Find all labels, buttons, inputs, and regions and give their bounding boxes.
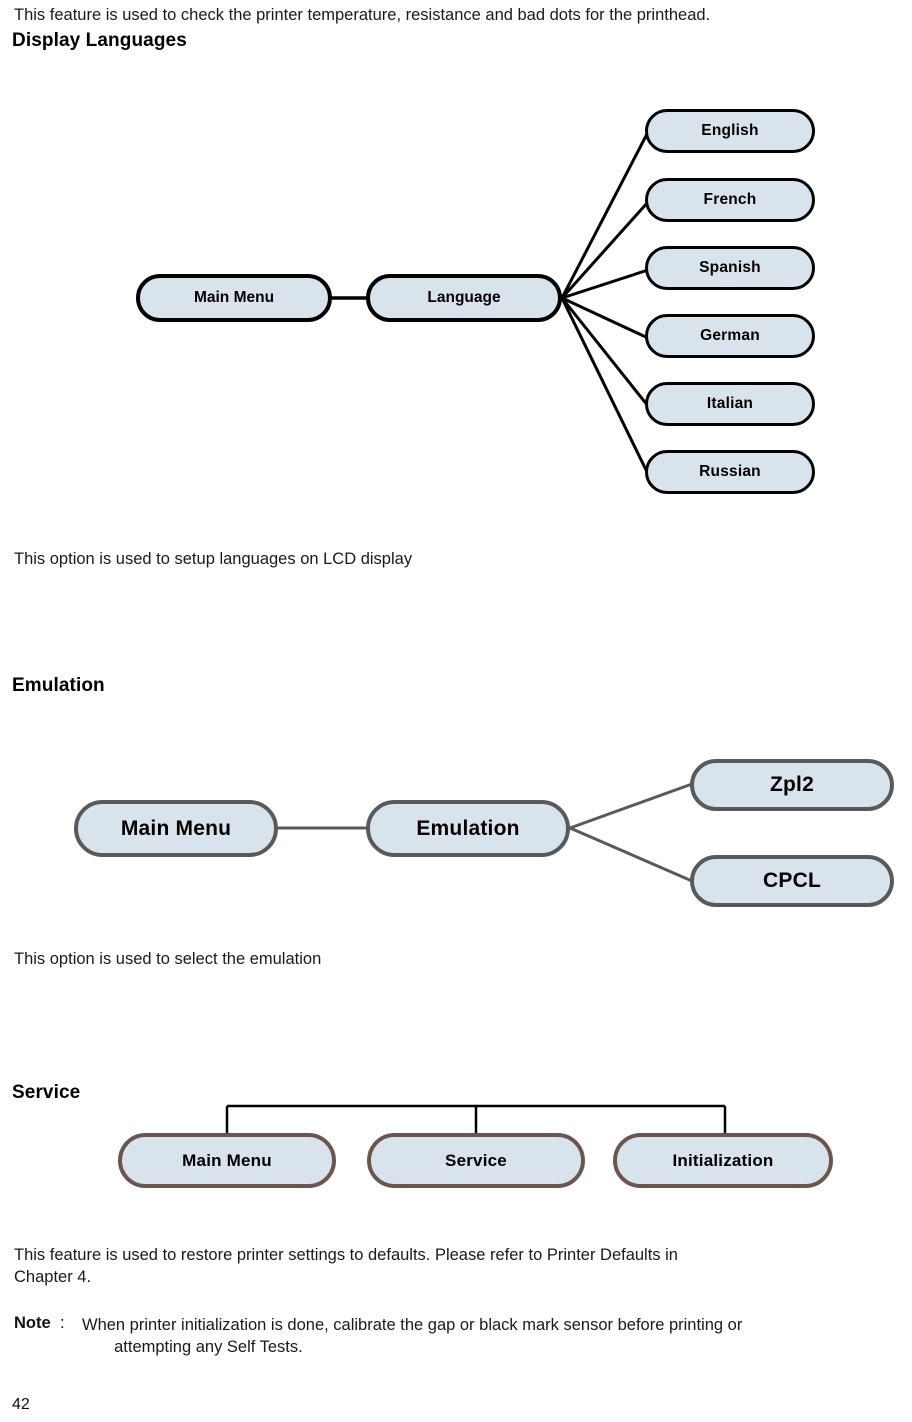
page-number: 42 [12,1396,30,1413]
caption-emulation: This option is used to select the emulat… [14,950,322,968]
language-node-spanish[interactable]: Spanish [645,246,815,290]
emulation-node-cpcl[interactable]: CPCL [690,855,894,907]
emulation-node-main-menu[interactable]: Main Menu [74,800,278,857]
heading-emulation: Emulation [12,675,105,696]
note-separator: : [60,1314,65,1332]
language-node-english[interactable]: English [645,109,815,153]
emulation-node-zpl2[interactable]: Zpl2 [690,759,894,811]
service-node-main-menu[interactable]: Main Menu [118,1133,336,1188]
language-node-french[interactable]: French [645,178,815,222]
emulation-node-emulation[interactable]: Emulation [366,800,570,857]
language-node-german[interactable]: German [645,314,815,358]
service-node-service[interactable]: Service [367,1133,585,1188]
intro-paragraph: This feature is used to check the printe… [14,6,711,24]
heading-display-languages: Display Languages [12,30,187,51]
caption-display-languages: This option is used to setup languages o… [14,550,413,568]
service-node-initialization[interactable]: Initialization [613,1133,833,1188]
language-node-language[interactable]: Language [366,274,562,322]
heading-service: Service [12,1082,81,1103]
language-node-italian[interactable]: Italian [645,382,815,426]
language-node-main-menu[interactable]: Main Menu [136,274,332,322]
language-node-russian[interactable]: Russian [645,450,815,494]
note-text: When printer initialization is done, cal… [82,1316,743,1356]
note-label: Note [14,1314,51,1332]
service-description: This feature is used to restore printer … [14,1246,678,1286]
